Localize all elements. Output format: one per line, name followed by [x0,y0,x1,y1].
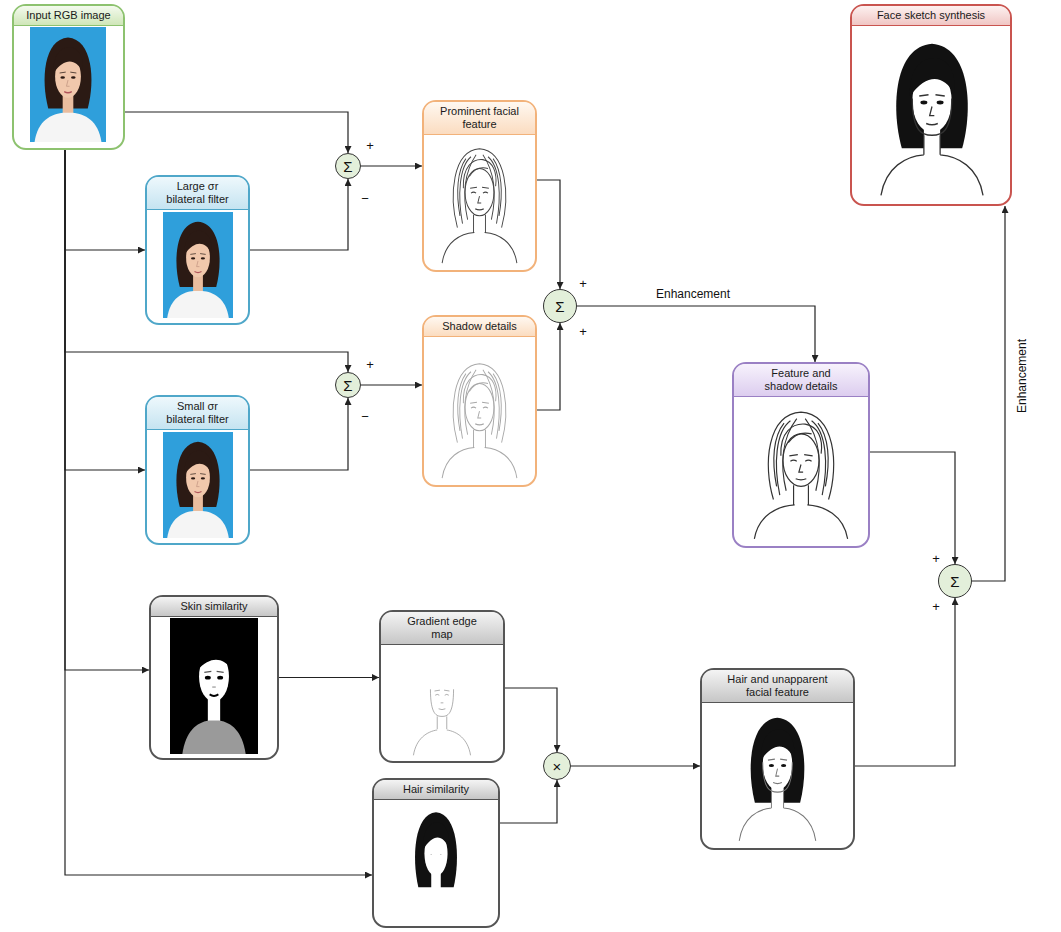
operator-symbol: Σ [950,574,959,589]
operator-symbol: Σ [343,378,352,393]
connector [65,150,372,875]
connector [505,688,557,752]
edge-label: Enhancement [654,287,732,301]
face-photo [30,27,106,142]
box-title: Prominent facial feature [439,105,521,131]
operator-symbol: Σ [555,299,564,314]
input-box: Input RGB image [12,4,125,150]
sign-label: + [579,325,587,338]
box-title: Skin similarity [180,600,247,613]
face-photo [163,432,233,538]
connector [500,780,557,823]
connector [65,150,149,670]
box-header: Face sketch synthesis [852,6,1010,26]
hair-face-map [734,705,821,843]
sign-label: + [366,139,374,152]
edge-map [408,647,476,757]
connector [65,150,145,250]
output-box: Face sketch synthesis [850,4,1012,206]
box-title: Hair similarity [403,783,469,796]
connector [361,384,422,385]
connector [972,206,1005,581]
box-header: Hair similarity [374,780,498,800]
similarity-box: Skin similarity [149,595,279,760]
box-title: Shadow details [442,320,517,333]
connector [125,112,348,153]
box-title: Input RGB image [26,9,110,22]
edge-label: Enhancement [1015,337,1029,415]
connector [537,180,560,289]
result-box: Shadow details [422,315,537,487]
similarity-box: Hair similarity [372,778,500,928]
hair-map [402,801,470,923]
sum-node: Σ [938,564,972,598]
connector [855,598,955,766]
box-title: Small σr bilateral filter [161,400,235,426]
box-header: Large σr bilateral filter [147,177,248,210]
connector [870,452,955,564]
box-header: Hair and unapparent facial feature [702,670,853,703]
box-title: Gradient edge map [401,615,483,641]
box-header: Small σr bilateral filter [147,397,248,430]
operator-symbol: Σ [343,159,352,174]
connector [250,398,348,470]
connector [250,179,348,250]
box-title: Hair and unapparent facial feature [714,673,842,699]
result-box: Hair and unapparent facial feature [700,668,855,850]
box-header: Prominent facial feature [424,102,535,135]
connector [279,677,379,678]
connector [361,165,422,166]
box-title: Face sketch synthesis [877,9,985,22]
filter-box: Large σr bilateral filter [145,175,250,325]
multiply-node: × [543,752,571,780]
face-sketch [437,352,522,480]
result-box: Gradient edge map [379,610,505,763]
connector [577,306,815,362]
box-title: Feature and shadow details [755,367,847,393]
connector [65,150,145,470]
sign-label: + [932,552,940,565]
connector [571,765,700,766]
box-header: Skin similarity [151,597,277,617]
filter-box: Small σr bilateral filter [145,395,250,545]
box-header: Shadow details [424,317,535,337]
face-sketch [748,399,854,541]
face-photo [163,212,233,318]
face-sketch [437,137,522,265]
sign-label: + [366,358,374,371]
sum-node: Σ [335,372,361,398]
box-header: Input RGB image [14,6,123,26]
sign-label: − [361,410,369,423]
sum-node: Σ [335,153,361,179]
operator-symbol: × [553,759,562,774]
result-box: Feature and shadow details [732,362,870,548]
connector [537,323,560,410]
skin-map [170,618,258,754]
box-header: Gradient edge map [381,612,503,645]
result-box: Prominent facial feature [422,100,537,272]
sign-label: − [361,192,369,205]
connector [65,150,348,372]
sign-label: + [932,600,940,613]
sign-label: + [579,277,587,290]
sum-node: Σ [543,289,577,323]
box-title: Large σr bilateral filter [161,180,235,206]
face-sketch [874,28,990,198]
box-header: Feature and shadow details [734,364,868,397]
